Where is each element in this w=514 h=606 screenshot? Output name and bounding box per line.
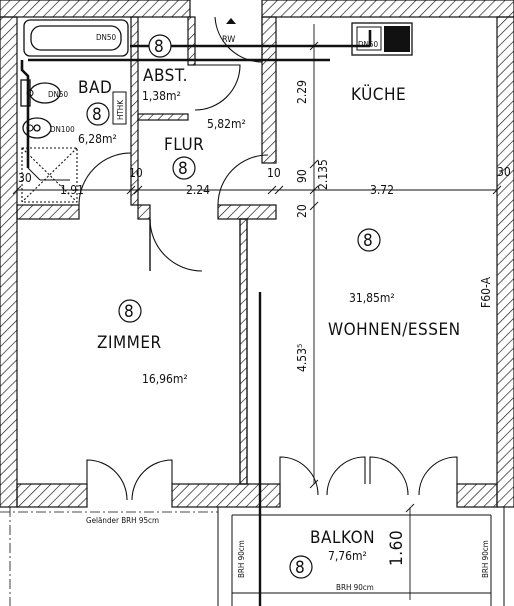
room-name-zimmer: ZIMMER bbox=[97, 333, 162, 353]
room-area-wohnen: 31,85m² bbox=[349, 291, 395, 305]
dim-30-left: 30 bbox=[18, 171, 32, 185]
dn50-label-kitchen: DN50 bbox=[358, 40, 379, 49]
room-area-balkon: 7,76m² bbox=[328, 549, 367, 563]
bathtub bbox=[23, 19, 129, 57]
room-num-flur: 8 bbox=[178, 159, 188, 179]
room-num-bad: 8 bbox=[92, 105, 102, 125]
room-name-bad: BAD bbox=[78, 78, 112, 98]
room-name-flur: FLUR bbox=[164, 135, 204, 155]
dim-372: 3.72 bbox=[370, 183, 394, 197]
room-area-abst: 1,38m² bbox=[142, 89, 181, 103]
interior-walls bbox=[16, 16, 277, 485]
dimension-lines bbox=[12, 24, 502, 600]
gelaender-label: Geländer BRH 95cm bbox=[86, 516, 159, 525]
room-area-bad: 6,28m² bbox=[78, 132, 117, 146]
htkk-box bbox=[112, 91, 127, 125]
pipe-connections bbox=[26, 89, 70, 181]
htkk-label: HTHK bbox=[116, 100, 125, 120]
room-name-wohnen: WOHNEN/ESSEN bbox=[328, 320, 461, 340]
dim-229: 2.29 bbox=[295, 80, 309, 104]
brh-bottom-label: BRH 90cm bbox=[336, 583, 374, 592]
rw-arrow-icon bbox=[226, 18, 236, 24]
dn50-label-toilet: DN50 bbox=[48, 90, 69, 99]
balcony-outline bbox=[217, 507, 505, 606]
room-name-balkon: BALKON bbox=[310, 528, 375, 548]
dim-10-a: 10 bbox=[129, 166, 143, 180]
dim-30-right: 30 bbox=[497, 165, 511, 179]
room-area-zimmer: 16,96m² bbox=[142, 372, 188, 386]
brh-right-label: BRH 90cm bbox=[481, 540, 490, 578]
dim-20: 20 bbox=[295, 204, 309, 218]
room-num-abst: 8 bbox=[154, 37, 164, 57]
brh-left-label: BRH 90cm bbox=[237, 540, 246, 578]
washbasin bbox=[22, 117, 52, 139]
room-name-abst: ABST. bbox=[143, 66, 188, 86]
rw-label: RW bbox=[222, 35, 235, 45]
toilet bbox=[20, 79, 61, 107]
room-number-circles bbox=[86, 34, 381, 579]
dim-191: 1.91 bbox=[60, 183, 84, 197]
kitchen-sink bbox=[351, 22, 413, 56]
shower bbox=[21, 147, 78, 203]
dim-90: 90 bbox=[295, 169, 309, 183]
outer-walls bbox=[0, 0, 514, 508]
dim-2135: 2.135 bbox=[316, 159, 330, 190]
doors bbox=[78, 16, 458, 501]
room-num-zimmer: 8 bbox=[124, 302, 134, 322]
dim-4535: 4.53⁵ bbox=[295, 344, 309, 372]
dn100-label: DN100 bbox=[50, 125, 75, 134]
dn50-label-bath: DN50 bbox=[96, 33, 117, 42]
dim-10-b: 10 bbox=[267, 166, 281, 180]
room-area-flur: 5,82m² bbox=[207, 117, 246, 131]
room-num-wohnen: 8 bbox=[363, 231, 373, 251]
room-name-kueche: KÜCHE bbox=[351, 83, 406, 105]
f60a-label: F60-A bbox=[479, 276, 493, 308]
dim-224: 2.24 bbox=[186, 183, 210, 197]
dim-160: 1.60 bbox=[387, 530, 407, 566]
room-num-balkon: 8 bbox=[295, 558, 305, 578]
